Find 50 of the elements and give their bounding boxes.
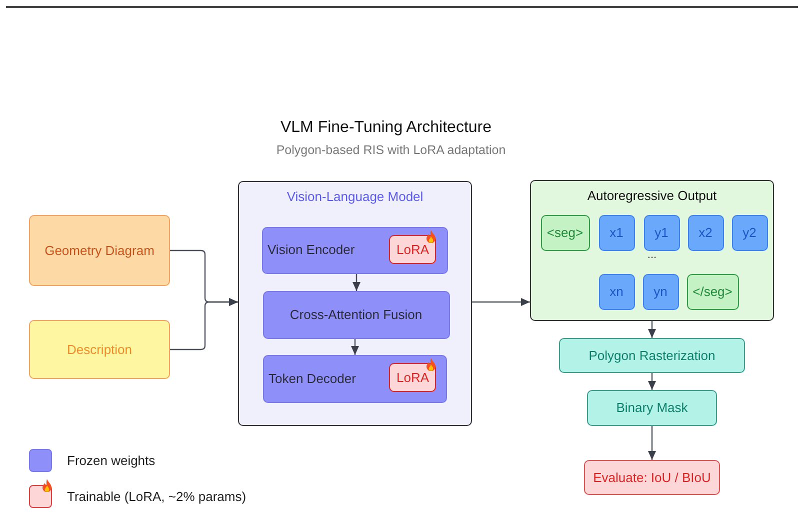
evaluation-box <box>584 460 720 495</box>
process-box <box>587 390 717 426</box>
arrow <box>170 298 238 350</box>
output-panel <box>530 180 774 321</box>
module-box <box>262 354 446 402</box>
process-box <box>559 338 745 373</box>
ellipsis-text: ... <box>647 249 657 261</box>
arrow <box>648 426 656 460</box>
diagram-subtitle: Polygon-based RIS with LoRA adaptation <box>276 143 506 157</box>
token-box <box>732 214 768 250</box>
input-box <box>29 320 170 379</box>
input-box <box>29 215 170 286</box>
diagram-title: VLM Fine-Tuning Architecture <box>280 119 492 137</box>
token-box <box>540 214 590 250</box>
box-label: <seg> <box>546 224 584 240</box>
box-label: Evaluate: IoU / BIoU <box>593 470 711 486</box>
box-label: y2 <box>742 224 756 240</box>
box-label: x1 <box>610 224 624 240</box>
token-box <box>686 274 738 310</box>
box-label: x2 <box>698 224 712 240</box>
box-label: Description <box>66 342 132 358</box>
box-label: </seg> <box>692 284 732 300</box>
panel-title: Vision-Language Model <box>286 189 424 205</box>
arrow <box>648 321 656 338</box>
box-label: Token Decoder <box>268 370 356 386</box>
token-box <box>598 274 634 310</box>
box-label: Geometry Diagram <box>44 242 154 258</box>
box-label: yn <box>654 284 668 300</box>
legend-label: Trainable (LoRA, ~2% params) <box>67 489 246 504</box>
module-box <box>262 226 448 274</box>
box-label: LoRA <box>396 242 430 258</box>
arrow <box>648 373 656 390</box>
model-container <box>238 181 472 426</box>
legend-label: Frozen weights <box>67 453 156 468</box>
box-label: y1 <box>654 224 668 240</box>
box-label: Polygon Rasterization <box>588 348 716 364</box>
box-label: Cross-Attention Fusion <box>290 306 422 322</box>
token-box <box>688 214 724 250</box>
arrow <box>351 339 359 355</box>
token-box <box>642 274 678 310</box>
token-box <box>644 214 680 250</box>
token-box <box>598 214 634 250</box>
box-label: Vision Encoder <box>268 242 355 258</box>
box-label: xn <box>610 284 624 300</box>
module-box <box>262 290 450 338</box>
box-label: Binary Mask <box>616 400 688 416</box>
arrow <box>352 274 360 291</box>
arrow <box>472 298 530 306</box>
box-label: LoRA <box>396 370 430 386</box>
panel-title: Autoregressive Output <box>587 188 717 204</box>
